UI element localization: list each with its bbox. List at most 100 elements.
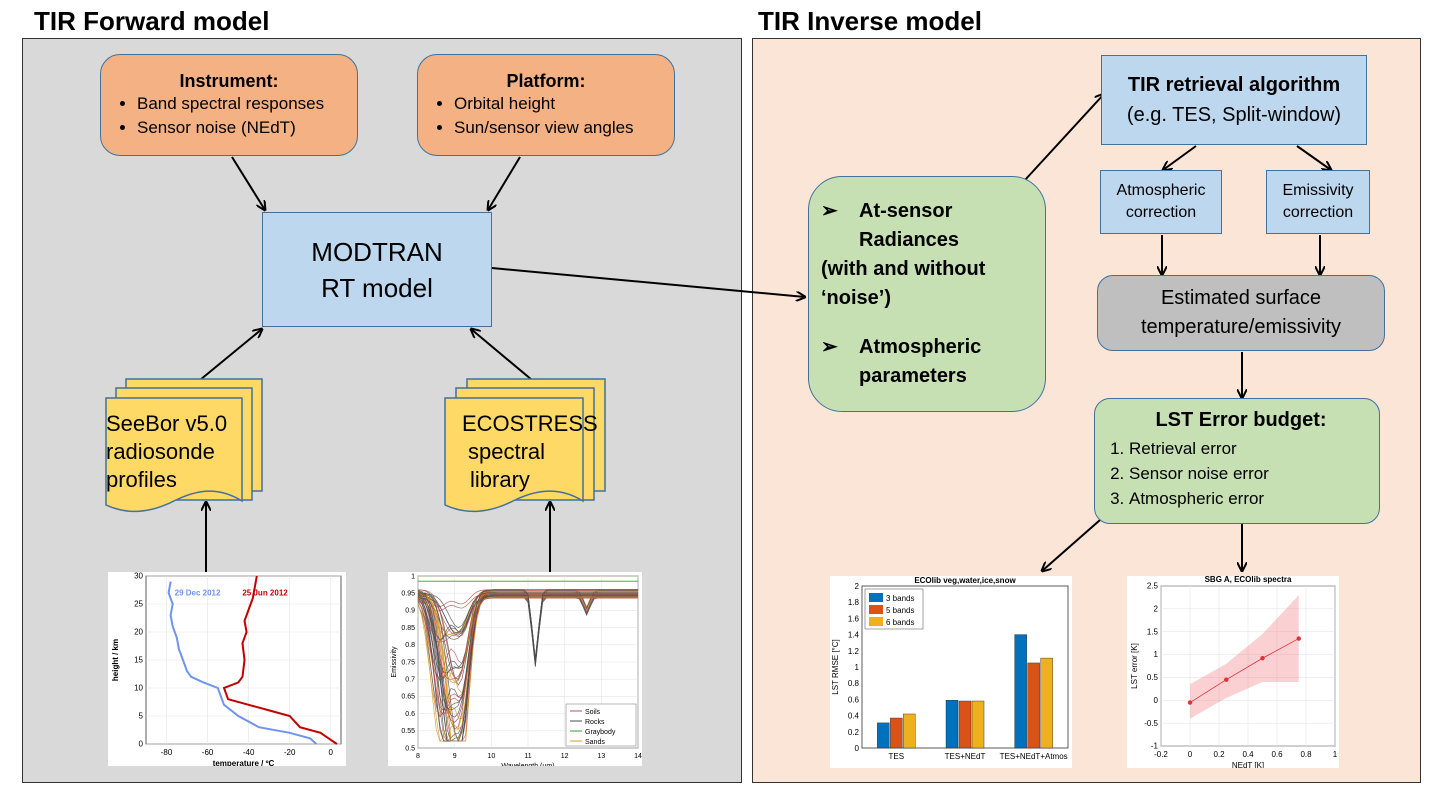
data-point [1187, 700, 1193, 705]
x-tick-label: 0.2 [1213, 750, 1225, 759]
arrow-bullet-icon: ➢ [821, 336, 838, 358]
y-tick-label: 0.9 [405, 608, 415, 615]
seebor-line: SeeBor v5.0 [106, 411, 228, 436]
y-tick-label: 0.8 [405, 642, 415, 649]
seebor-line: radiosonde [106, 439, 215, 464]
platform-title: Platform: [506, 70, 586, 91]
instrument-box: Instrument: Band spectral responses Sens… [100, 54, 358, 156]
x-tick-label: 8 [416, 753, 420, 760]
y-tick-label: 0.5 [1147, 673, 1159, 682]
y-tick-label: 10 [134, 684, 143, 693]
y-tick-label: 15 [134, 656, 143, 665]
arrow-modtran-to-atsensor [491, 267, 805, 297]
x-tick-label: TES+NEdT [945, 752, 986, 761]
legend-swatch [869, 605, 883, 614]
instrument-item: Band spectral responses [137, 92, 343, 116]
y-axis-label: Emissivity [391, 646, 398, 678]
series-line [222, 575, 338, 745]
ecostress-documents [444, 378, 606, 513]
retrieval-title: TIR retrieval algorithm [1127, 74, 1341, 96]
x-axis-label: Wavelength (µm) [501, 763, 554, 766]
spectrum-line [417, 596, 638, 742]
x-tick-label: 1 [1333, 750, 1338, 759]
atsensor-item1-line3: (with and without [821, 258, 986, 280]
y-tick-label: 1.8 [848, 598, 860, 607]
x-tick-label: 14 [634, 753, 642, 760]
y-tick-label: 5 [139, 712, 144, 721]
arrow-seebor-to-modtran [199, 329, 262, 381]
emis-correction-line1: Emissivity [1282, 182, 1354, 199]
y-tick-label: 0.6 [405, 711, 415, 718]
x-tick-label: 13 [597, 753, 605, 760]
y-tick-label: 0.85 [401, 625, 415, 632]
estimated-line1: Estimated surface [1160, 287, 1322, 309]
arrow-atsensor-to-retrieval [1024, 94, 1104, 181]
atsensor-item2-line2: parameters [859, 365, 967, 387]
atsensor-item1-line4: ‘noise’) [821, 287, 892, 309]
seebor-documents [105, 378, 263, 513]
ecostress-label: ECOSTRESS spectral library [462, 410, 598, 494]
legend-label: Rocks [585, 719, 605, 726]
atsensor-item1-line1: At-sensor [859, 200, 953, 222]
x-tick-label: -20 [284, 748, 296, 757]
x-tick-label: 10 [487, 753, 495, 760]
modtran-box: MODTRAN RT model [262, 212, 492, 327]
x-tick-label: 0 [1188, 750, 1193, 759]
x-tick-label: TES+NEdT+Atmos [1000, 752, 1068, 761]
ecostress-line: ECOSTRESS [462, 411, 598, 436]
data-point [1296, 636, 1301, 641]
chart-title: SBG A, ECOlib spectra [1205, 576, 1292, 584]
arrow-retrieval-to-emis-corr [1296, 145, 1331, 170]
inverse-title: TIR Inverse model [758, 6, 982, 36]
y-tick-label: 1.6 [848, 614, 860, 623]
retrieval-subtitle: (e.g. TES, Split-window) [1126, 104, 1342, 126]
x-tick-label: -40 [243, 748, 255, 757]
atm-correction-line1: Atmospheric [1116, 182, 1206, 199]
y-axis-label: LST RMSE [°C] [831, 639, 840, 695]
x-tick-label: 11 [524, 753, 531, 760]
atsensor-item2-line1: Atmospheric [859, 336, 982, 358]
spectrum-line [417, 597, 638, 716]
bar [971, 700, 985, 749]
x-tick-label: -80 [161, 748, 173, 757]
atsensor-box: ➢At-sensor Radiances (with and without ‘… [808, 176, 1046, 412]
y-tick-label: 2 [855, 582, 860, 591]
legend-label: Sands [585, 739, 605, 746]
arrow-ecostress-to-modtran [471, 329, 533, 381]
legend-label: Soils [585, 709, 601, 716]
y-tick-label: 0.5 [405, 745, 415, 752]
atm-correction-box: Atmospheric correction [1100, 170, 1222, 234]
y-tick-label: 0 [1154, 696, 1159, 705]
arrow-instrument-to-modtran [231, 156, 265, 210]
y-tick-label: 0.6 [848, 695, 860, 704]
y-tick-label: 0.95 [401, 591, 415, 598]
bar [1027, 662, 1040, 749]
instrument-title: Instrument: [179, 70, 279, 91]
platform-item: Orbital height [454, 92, 660, 116]
y-tick-label: 30 [134, 572, 143, 581]
modtran-line2: RT model [321, 272, 433, 303]
instrument-item: Sensor noise (NEdT) [137, 116, 343, 140]
forward-title: TIR Forward model [34, 6, 270, 36]
x-tick-label: 9 [453, 753, 457, 760]
y-tick-label: 1.4 [848, 631, 860, 640]
y-tick-label: 0.7 [405, 677, 415, 684]
bar [890, 717, 903, 749]
y-tick-label: 0.4 [848, 712, 860, 721]
legend-swatch [869, 617, 883, 626]
lst-box: LST Error budget: Retrieval error Sensor… [1094, 398, 1380, 524]
spectrum-line [417, 594, 638, 742]
y-tick-label: -0.5 [1144, 719, 1158, 728]
y-tick-label: -1 [1151, 742, 1159, 751]
lst-title: LST Error budget: [1155, 409, 1327, 431]
platform-item: Sun/sensor view angles [454, 116, 660, 140]
arrow-retrieval-to-atm-corr [1163, 145, 1197, 170]
y-axis-label: height / km [111, 639, 120, 681]
x-tick-label: -0.2 [1154, 750, 1168, 759]
ecostress-line: library [470, 467, 530, 492]
arrow-lst-to-bar-chart [1042, 519, 1101, 571]
